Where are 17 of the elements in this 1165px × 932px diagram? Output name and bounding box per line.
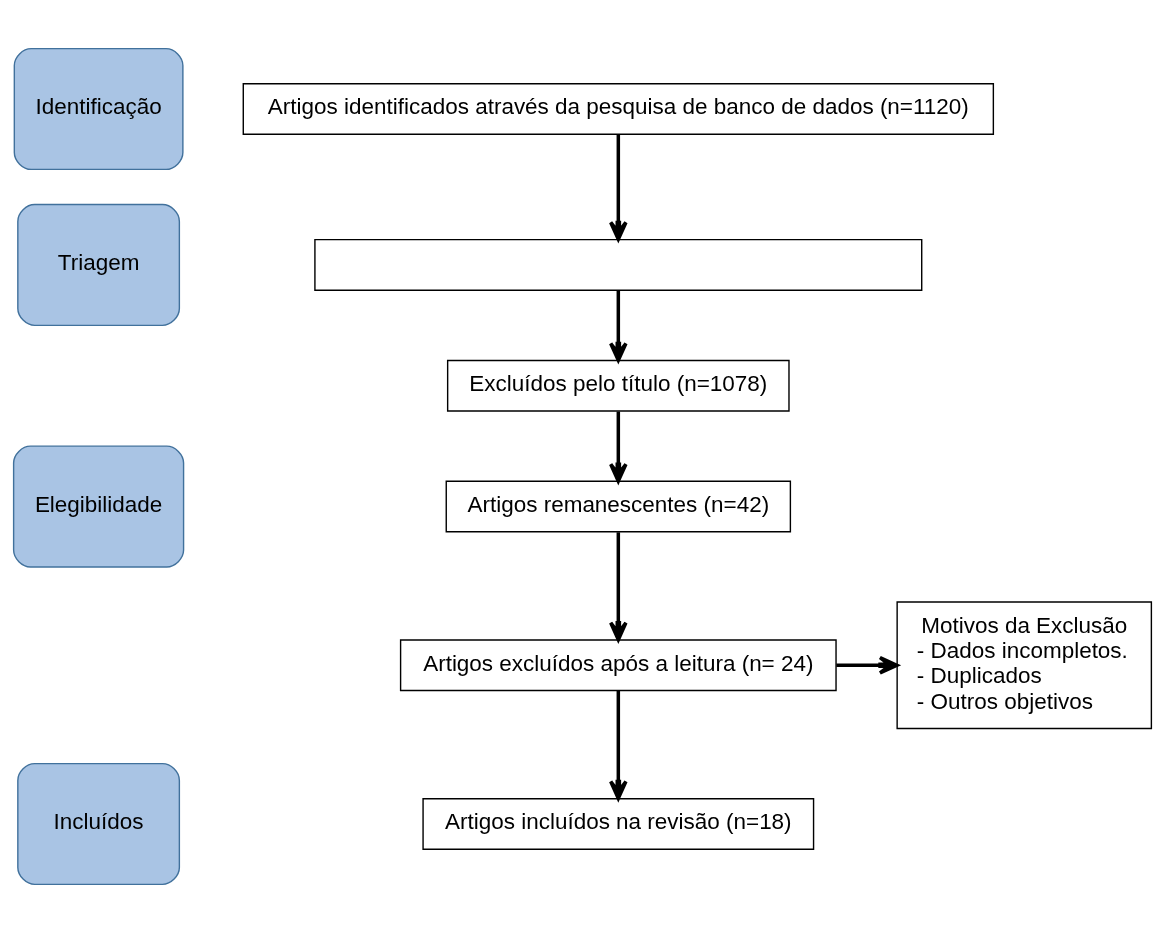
node-box: Excluídos pelo título (n=1078)	[446, 359, 790, 412]
node-box: Artigos incluídos na revisão (n=18)	[422, 797, 815, 850]
node-box: Incluídos	[17, 762, 181, 885]
node-box: Triagem	[17, 203, 181, 326]
node-box: Artigos identificados através da pesquisa de banco de dados (n=1120)	[242, 82, 995, 135]
arrow	[608, 690, 628, 800]
node-box: Artigos remanescentes (n=42)	[445, 480, 792, 533]
arrow	[836, 655, 899, 675]
node-box: Elegibilidade	[12, 444, 185, 568]
arrow	[608, 290, 628, 362]
node-box	[314, 238, 923, 291]
arrow	[608, 531, 628, 641]
node-box: Motivos da Exclusão - Dados incompletos. - Duplicados - Outros objetivos	[896, 600, 1153, 729]
arrow	[608, 411, 628, 483]
node-box: Identificação	[13, 47, 184, 170]
arrow	[608, 133, 628, 241]
node-box: Artigos excluídos após a leitura (n= 24)	[399, 638, 837, 691]
